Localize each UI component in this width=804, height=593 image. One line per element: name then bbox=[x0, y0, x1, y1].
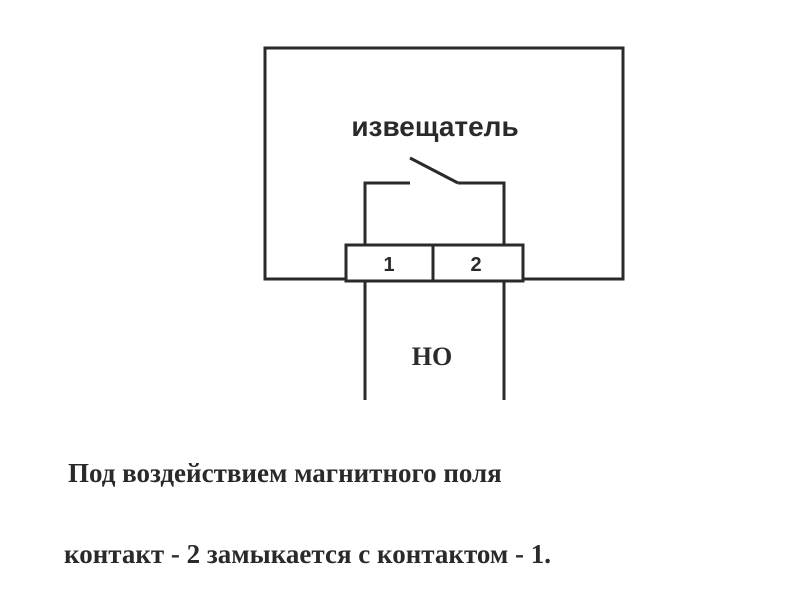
terminal-1-label: 1 bbox=[383, 254, 394, 276]
device-label: извещатель bbox=[351, 111, 518, 142]
terminal-block: 1 2 bbox=[344, 243, 525, 283]
caption-line-2: контакт - 2 замыкается с контактом - 1. bbox=[64, 539, 551, 569]
terminal-2-box bbox=[431, 243, 525, 283]
output-wires bbox=[363, 281, 506, 400]
contact-type-label: НО bbox=[412, 342, 452, 371]
terminal-1-box bbox=[344, 243, 435, 283]
reed-switch-right-lead bbox=[458, 181, 506, 245]
caption-line-1: Под воздействием магнитного поля bbox=[68, 458, 502, 488]
reed-switch bbox=[363, 156, 506, 245]
reed-switch-blade bbox=[409, 156, 459, 185]
reed-switch-left-lead bbox=[363, 181, 410, 245]
terminal-2-label: 2 bbox=[470, 254, 481, 276]
wiring-diagram: извещатель 1 2 НО bbox=[263, 46, 625, 400]
